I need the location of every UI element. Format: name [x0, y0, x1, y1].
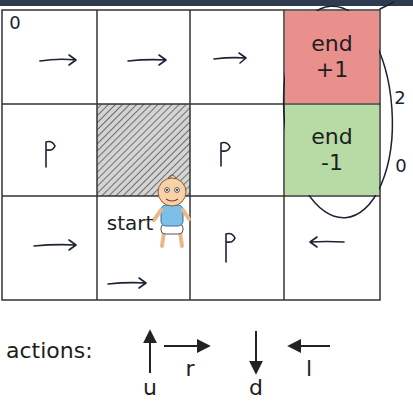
- baby-figure-part: [154, 210, 189, 220]
- start-label: start: [107, 211, 154, 235]
- baby-figure: [154, 175, 189, 246]
- grid-lines: [2, 10, 380, 300]
- grid-lines-part: [96, 10, 98, 300]
- action-letter: u: [143, 377, 157, 399]
- grid-lines-part: [189, 10, 191, 300]
- action-arrows-part: [255, 331, 257, 372]
- handwritten-policy-arrows-part: [226, 234, 235, 263]
- handwritten-policy-arrows-part: [108, 278, 146, 288]
- action-arrows: [150, 331, 330, 373]
- handwritten-value: 0: [395, 157, 406, 175]
- handwritten-policy-arrows-part: [214, 53, 246, 63]
- baby-figure-part: [161, 205, 183, 226]
- handwritten-value: 2: [394, 89, 405, 107]
- action-letter: d: [249, 377, 263, 399]
- top-bar: [0, 0, 413, 6]
- grid-lines-part: [2, 195, 380, 197]
- baby-figure-part: [158, 178, 186, 206]
- handwritten-ellipse: [277, 2, 400, 222]
- grid-lines-part: [2, 10, 380, 300]
- baby-figure-part: [166, 199, 178, 201]
- start-cell: start: [98, 197, 190, 300]
- handwritten-policy-arrows-part: [221, 143, 230, 167]
- handwritten-ellipse-part: [380, 2, 394, 9]
- terminal-cell: end +1: [285, 11, 380, 104]
- handwritten-ellipse-part: [277, 2, 400, 221]
- handwritten-policy-arrows-part: [46, 142, 55, 168]
- baby-figure-part: [176, 189, 178, 191]
- handwritten-policy-arrows-part: [34, 240, 76, 250]
- action-arrows-part: [149, 332, 151, 373]
- cell-label: end +1: [303, 31, 361, 84]
- baby-figure-part: [175, 188, 180, 193]
- handwritten-policy-arrows-part: [310, 237, 344, 247]
- action-letter: r: [185, 358, 194, 380]
- baby-figure-part: [168, 175, 176, 178]
- action-arrows-part: [290, 345, 330, 347]
- cell-label: end -1: [303, 124, 361, 177]
- baby-figure-part: [166, 189, 168, 191]
- handwritten-policy-arrows-part: [40, 55, 76, 65]
- handwritten-policy-arrows-part: [128, 55, 166, 65]
- terminal-cell: end -1: [285, 105, 380, 196]
- baby-figure-part: [165, 188, 170, 193]
- action-letter: l: [306, 358, 312, 380]
- actions-heading: actions:: [6, 340, 93, 362]
- handwritten-value: 0: [9, 14, 20, 32]
- action-arrows-part: [164, 345, 208, 347]
